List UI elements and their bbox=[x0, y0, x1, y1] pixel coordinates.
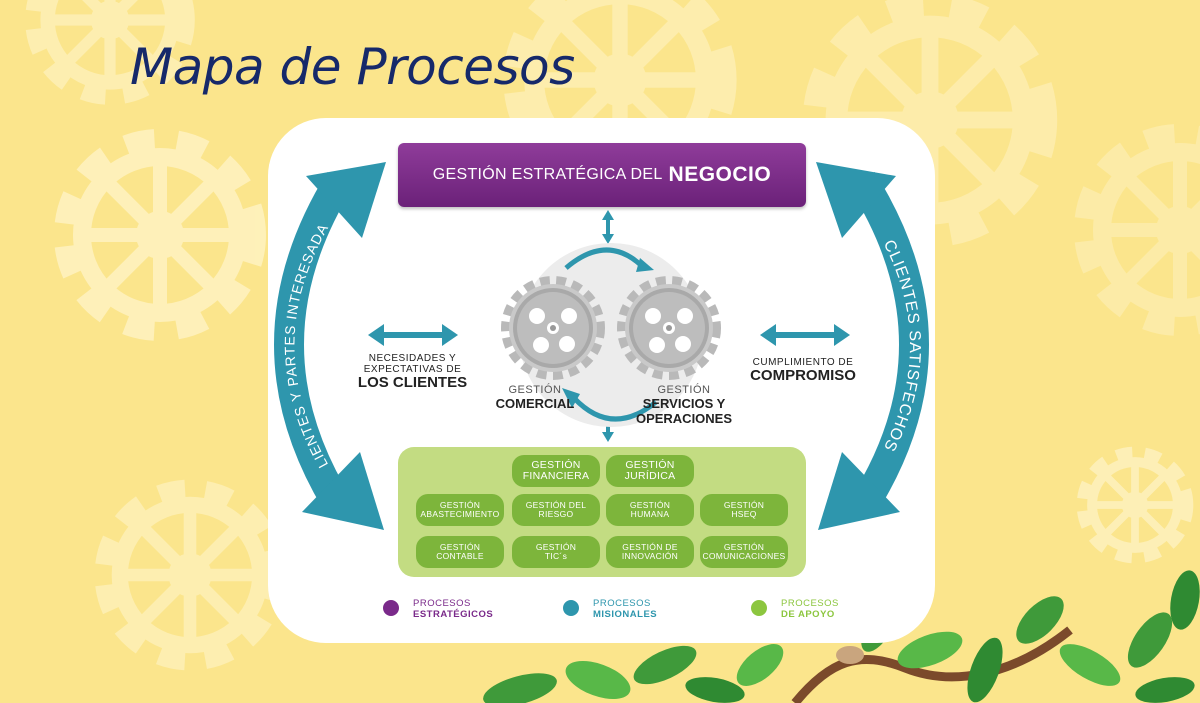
gear-commercial-small: GESTIÓN bbox=[508, 384, 562, 396]
client-needs-bold: LOS CLIENTES bbox=[357, 374, 468, 391]
legend-support: PROCESOS DE APOYO bbox=[751, 598, 839, 620]
right-double-arrow-icon bbox=[760, 324, 850, 346]
legend-strategic: PROCESOS ESTRATÉGICOS bbox=[383, 598, 493, 620]
top-cycle-arrow-icon bbox=[564, 247, 646, 270]
left-double-arrow-icon bbox=[368, 324, 458, 346]
gear-services-icon bbox=[625, 284, 713, 372]
strategic-prefix: GESTIÓN ESTRATÉGICA DEL bbox=[432, 166, 663, 183]
leaves-decoration bbox=[483, 570, 1200, 703]
legend-strategic-bottom: ESTRATÉGICOS bbox=[413, 609, 494, 620]
left-mission-arrow: CLIENTES Y PARTES INTERESADAS bbox=[0, 0, 386, 530]
strategic-emphasis: NEGOCIO bbox=[668, 163, 772, 186]
gear-commercial-label: GESTIÓN COMERCIAL bbox=[485, 384, 585, 411]
legend-support-bottom: DE APOYO bbox=[781, 609, 835, 620]
gear-services-small: GESTIÓN bbox=[657, 384, 711, 396]
client-needs-small: NECESIDADES Y EXPECTATIVAS DE bbox=[363, 353, 462, 375]
gear-commercial-bold: COMERCIAL bbox=[495, 396, 575, 411]
legend-mission-top: PROCESOS bbox=[593, 598, 651, 609]
legend-strategic-dot bbox=[383, 600, 399, 616]
legend-support-dot bbox=[751, 600, 767, 616]
gear-services-bold-1: SERVICIOS Y bbox=[642, 396, 726, 411]
top-vertical-arrow-icon bbox=[602, 210, 614, 244]
commitment-small: CUMPLIMIENTO DE bbox=[752, 357, 854, 368]
gear-services-label: GESTIÓN SERVICIOS Y OPERACIONES bbox=[630, 384, 738, 426]
legend-mission-dot bbox=[563, 600, 579, 616]
gear-commercial-icon bbox=[509, 284, 597, 372]
legend-strategic-top: PROCESOS bbox=[413, 598, 471, 609]
commitment-bold: COMPROMISO bbox=[750, 367, 856, 384]
bottom-cycle-arrow-icon bbox=[572, 396, 658, 422]
right-mission-arrow: CLIENTES SATISFECHOS bbox=[816, 162, 929, 530]
legend-mission: PROCESOS MISIONALES bbox=[563, 598, 657, 620]
strategic-process-banner: GESTIÓN ESTRATÉGICA DEL NEGOCIO bbox=[398, 143, 806, 207]
page-title: Mapa de Procesos bbox=[130, 38, 575, 96]
client-needs-text: NECESIDADES Y EXPECTATIVAS DE LOS CLIENT… bbox=[355, 353, 470, 391]
legend-support-top: PROCESOS bbox=[781, 598, 839, 609]
commitment-text: CUMPLIMIENTO DE COMPROMISO bbox=[744, 357, 862, 384]
gear-services-bold-2: OPERACIONES bbox=[635, 411, 733, 426]
legend-mission-bottom: MISIONALES bbox=[593, 609, 658, 620]
